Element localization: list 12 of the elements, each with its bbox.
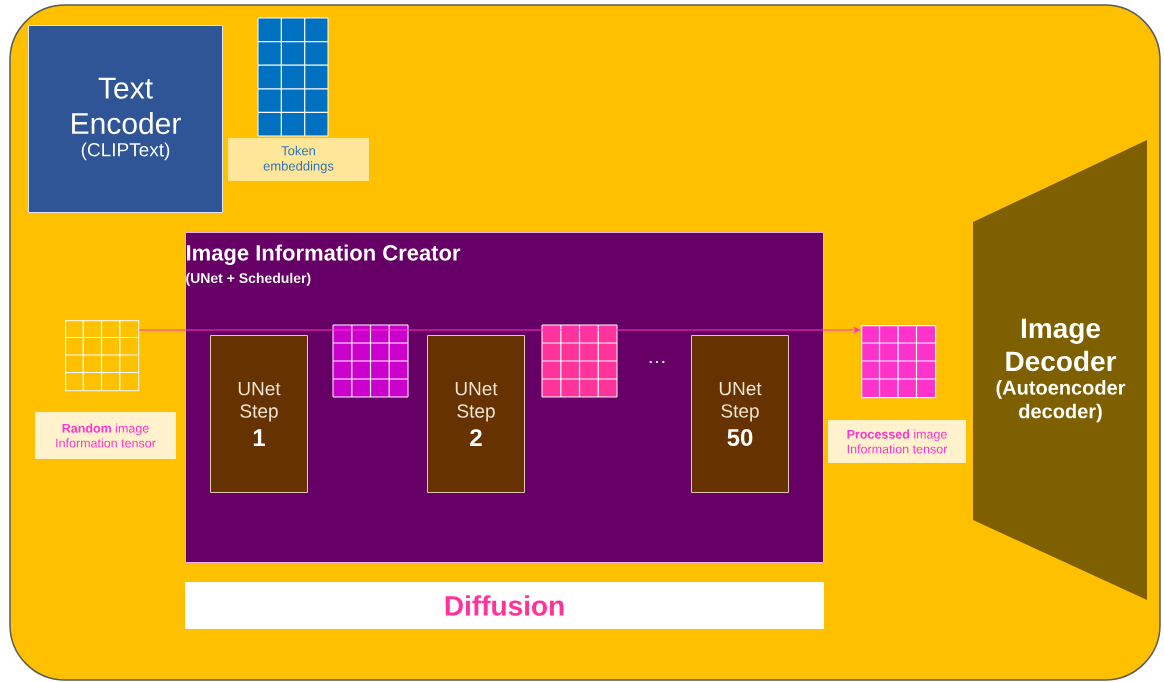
caption-box: Random image Information tensor — [35, 412, 176, 459]
encoder-box: Text Encoder (CLIPText) — [28, 25, 223, 213]
tensor-grid — [64, 319, 140, 392]
caption-box: Processed image Information tensor — [828, 420, 966, 463]
label-bar: Diffusion — [185, 582, 824, 629]
step-box: UNet Step 50 — [691, 335, 789, 493]
caption-box: Token embeddings — [228, 138, 369, 181]
step-box: UNet Step 1 — [210, 335, 308, 493]
ellipsis-text: … — [649, 360, 665, 364]
step-box: UNet Step 2 — [427, 335, 525, 493]
decoder-trapezoid: Image Decoder (Autoencoder decoder) — [973, 140, 1147, 600]
tensor-grid — [860, 324, 937, 399]
